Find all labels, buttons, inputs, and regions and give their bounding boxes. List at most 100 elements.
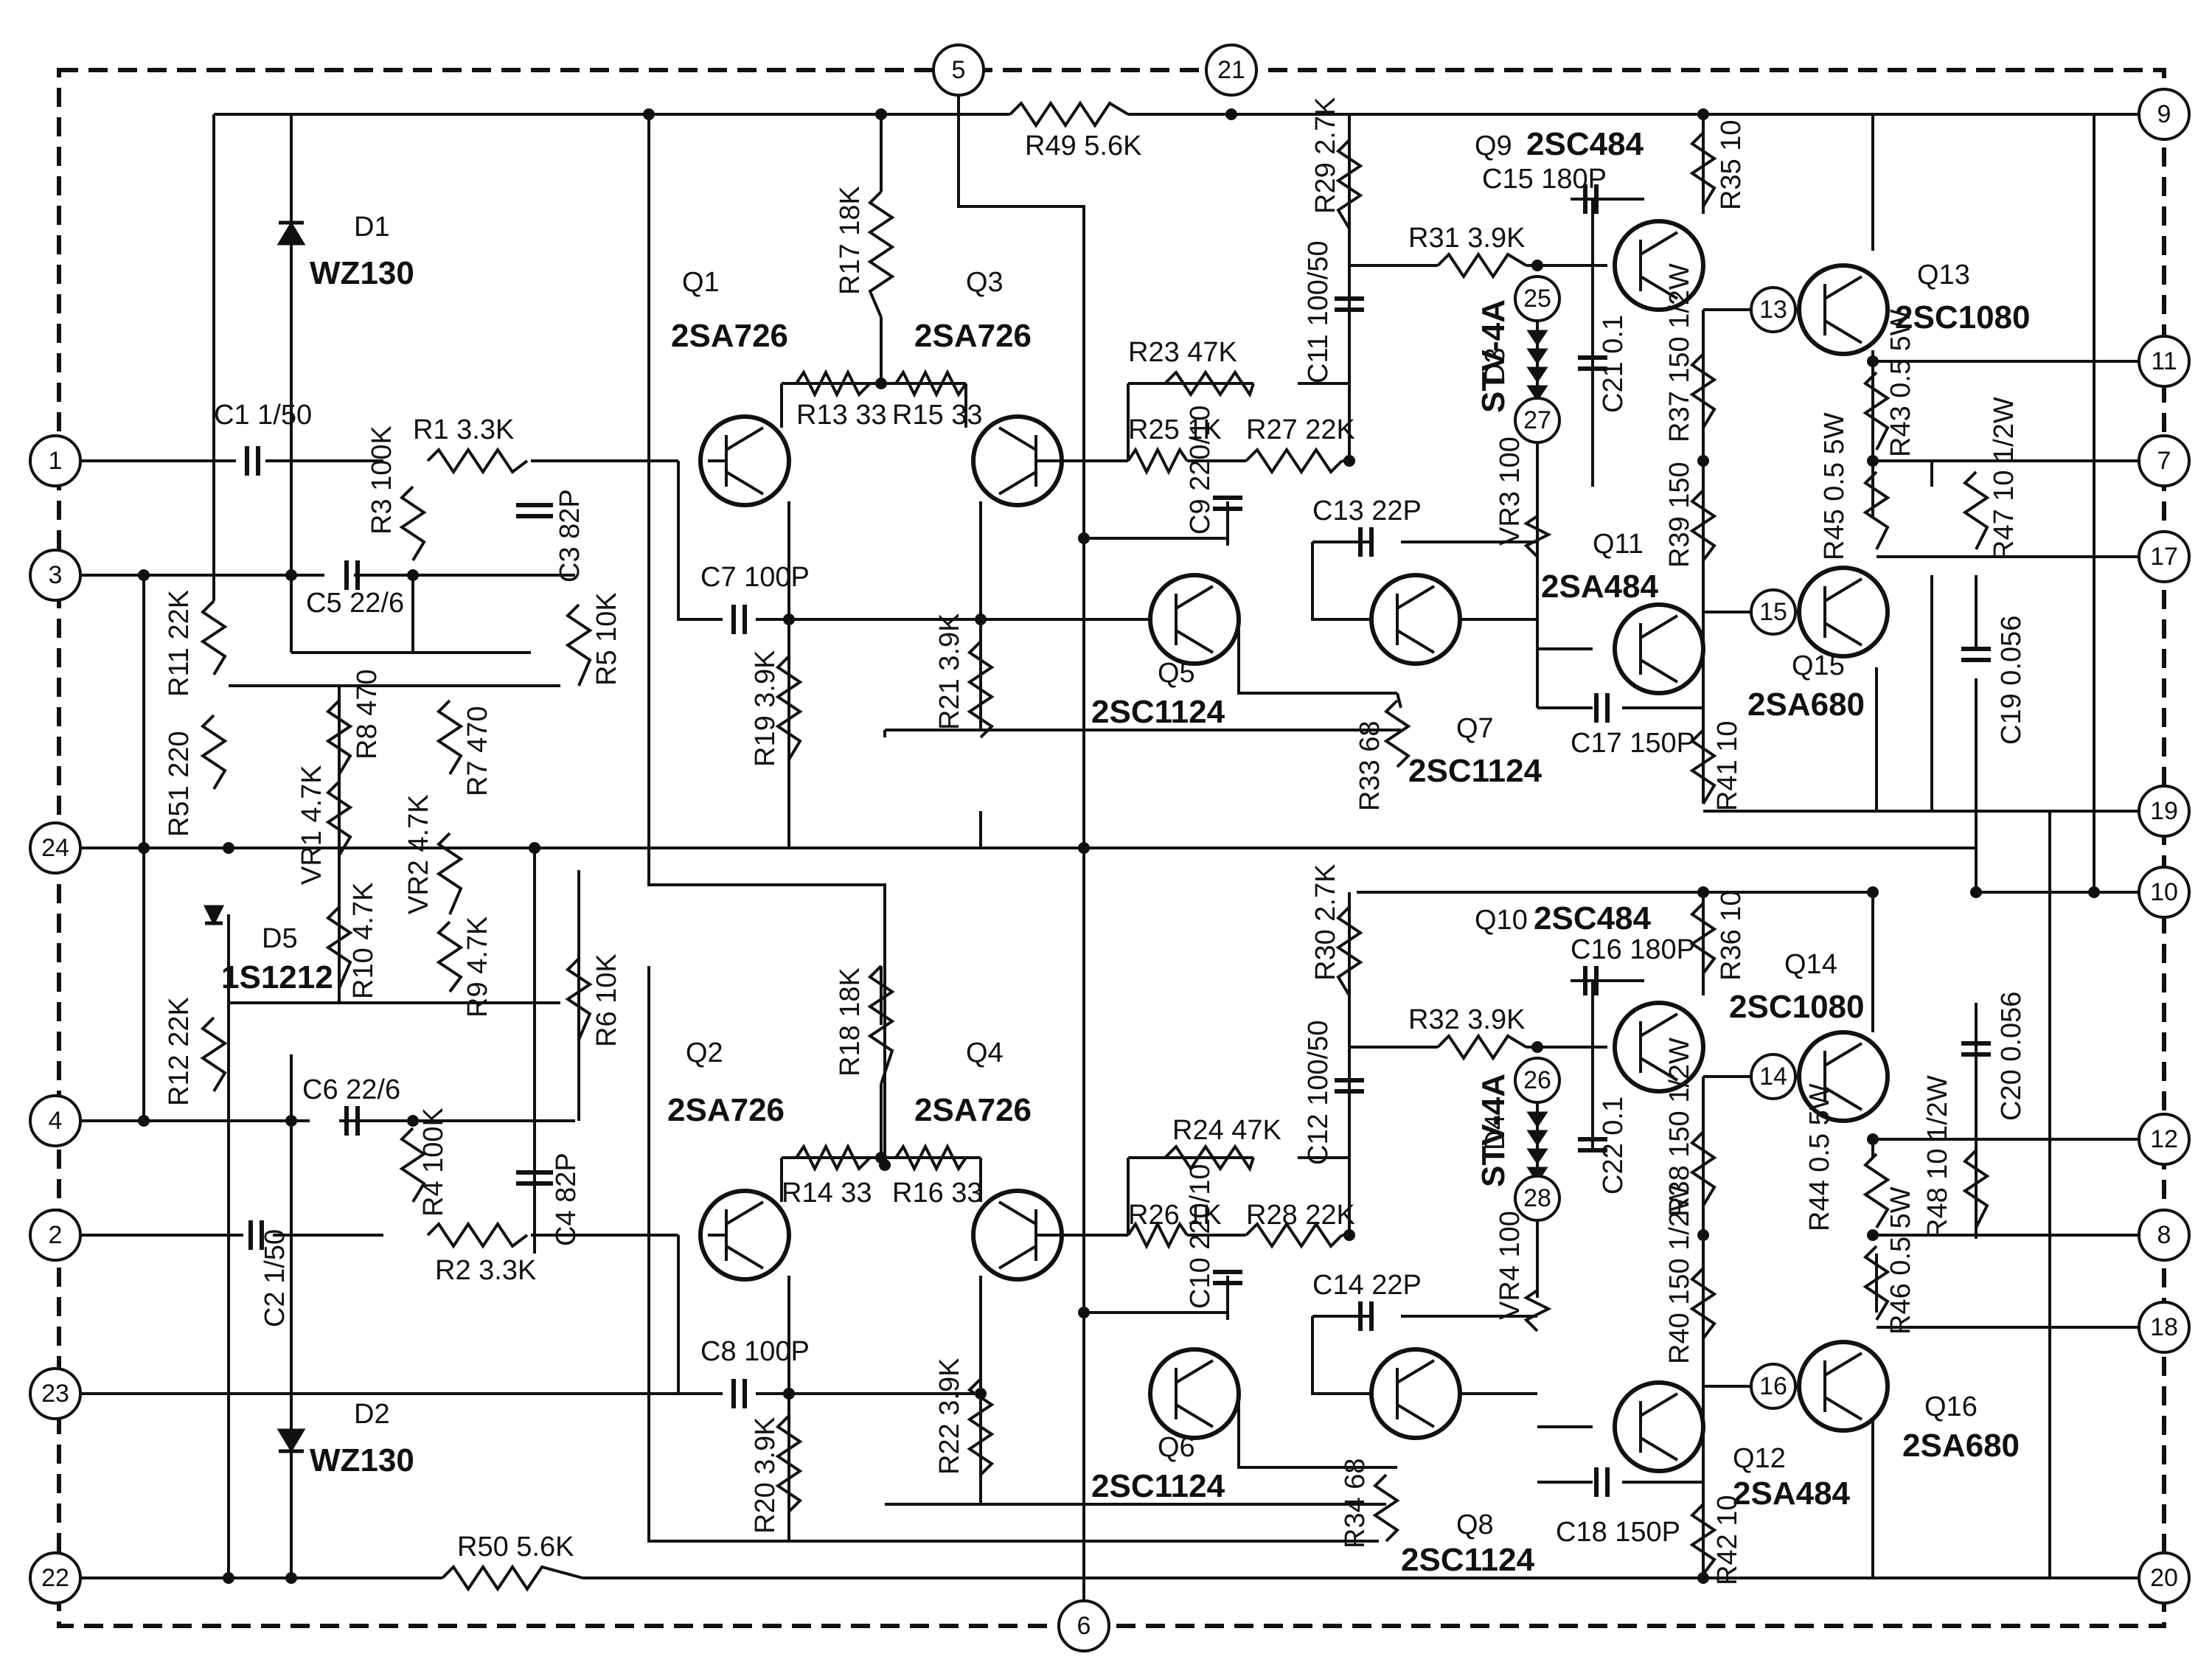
svg-text:27: 27 <box>1523 406 1551 434</box>
r43-label: R43 0.5 5W <box>1885 309 1916 457</box>
vr1-symbol <box>325 780 353 857</box>
q2-part: 2SA726 <box>667 1092 785 1128</box>
terminal-6[interactable]: 6 <box>1057 1599 1110 1652</box>
terminal-14[interactable]: 14 <box>1750 1053 1797 1100</box>
r11-label: R11 22K <box>164 590 195 697</box>
terminal-10[interactable]: 10 <box>2138 866 2191 919</box>
svg-text:26: 26 <box>1523 1066 1551 1094</box>
r26-label: R26 1K <box>1128 1200 1222 1231</box>
c3-label: C3 82P <box>554 489 585 583</box>
r50-symbol <box>441 1564 583 1592</box>
terminal-11[interactable]: 11 <box>2138 335 2191 388</box>
c21-label: C21 0.1 <box>1598 315 1629 413</box>
d2-ref: D2 <box>354 1399 390 1430</box>
r15-symbol <box>894 369 967 398</box>
terminal-16[interactable]: 16 <box>1750 1363 1797 1410</box>
terminal-23[interactable]: 23 <box>29 1367 82 1420</box>
q2-ref: Q2 <box>686 1037 723 1068</box>
r2-label: R2 3.3K <box>435 1255 536 1286</box>
r4-label: R4 100K <box>418 1108 449 1217</box>
c1-label: C1 1/50 <box>214 400 312 431</box>
q16-symbol <box>1797 1340 1890 1433</box>
d3-ref: D3 <box>1480 347 1511 383</box>
terminal-18[interactable]: 18 <box>2138 1301 2191 1354</box>
svg-text:13: 13 <box>1759 296 1787 324</box>
terminal-5[interactable]: 5 <box>932 44 985 97</box>
q7-part: 2SC1124 <box>1408 753 1543 789</box>
svg-text:9: 9 <box>2157 100 2171 128</box>
r16-symbol <box>894 1143 967 1172</box>
terminal-8[interactable]: 8 <box>2138 1209 2191 1262</box>
c15-label: C15 180P <box>1482 164 1607 195</box>
q15-ref: Q15 <box>1792 650 1845 681</box>
terminal-19[interactable]: 19 <box>2138 785 2191 838</box>
r49-symbol <box>1009 100 1130 128</box>
capacitor-symbols <box>245 184 1991 1497</box>
terminal-3[interactable]: 3 <box>29 549 82 602</box>
terminal-9[interactable]: 9 <box>2138 88 2191 141</box>
r34-label: R34 68 <box>1340 1458 1371 1548</box>
terminal-4[interactable]: 4 <box>29 1094 82 1147</box>
vr3-label: VR3 100 <box>1495 437 1526 546</box>
terminal-15[interactable]: 15 <box>1750 588 1797 636</box>
r32-label: R32 3.9K <box>1408 1004 1525 1035</box>
vr4-label: VR4 100 <box>1495 1211 1526 1320</box>
terminal-24[interactable]: 24 <box>29 821 82 875</box>
c7-label: C7 100P <box>700 562 810 593</box>
r45-symbol <box>1863 470 1891 550</box>
q15-symbol <box>1797 566 1890 658</box>
terminal-20[interactable]: 20 <box>2138 1551 2191 1605</box>
terminal-1[interactable]: 1 <box>29 434 82 487</box>
q16-part: 2SA680 <box>1902 1428 2020 1464</box>
c8-label: C8 100P <box>700 1336 810 1367</box>
svg-text:8: 8 <box>2157 1221 2171 1249</box>
q4-symbol <box>971 1189 1064 1282</box>
c22-label: C22 0.1 <box>1598 1096 1629 1195</box>
terminal-13[interactable]: 13 <box>1750 286 1797 333</box>
terminal-7[interactable]: 7 <box>2138 434 2191 487</box>
r25-label: R25 1K <box>1128 414 1222 445</box>
q8-ref: Q8 <box>1456 1509 1494 1540</box>
vr3-symbol <box>1523 515 1552 558</box>
terminal-17[interactable]: 17 <box>2138 530 2191 583</box>
svg-text:25: 25 <box>1523 285 1551 313</box>
r18-symbol <box>867 964 895 1085</box>
c17-label: C17 150P <box>1571 728 1695 759</box>
svg-text:22: 22 <box>41 1564 69 1592</box>
q14-ref: Q14 <box>1784 949 1837 980</box>
r20-label: R20 3.9K <box>750 1417 781 1534</box>
r46-label: R46 0.5 5W <box>1885 1186 1916 1335</box>
q13-part: 2SC1080 <box>1895 299 2030 336</box>
pot-labels: VR1 4.7K VR2 4.7K VR3 100 VR4 100 <box>296 437 1526 1320</box>
r28-symbol <box>1245 1221 1343 1249</box>
d1-ref: D1 <box>354 212 390 243</box>
terminal-28[interactable]: 28 <box>1514 1175 1561 1222</box>
q9-symbol <box>1613 219 1705 312</box>
r40-symbol <box>1689 1267 1717 1340</box>
r3-symbol <box>399 485 427 562</box>
r21-label: R21 3.9K <box>934 613 965 730</box>
d2-part: WZ130 <box>310 1442 414 1478</box>
terminal-26[interactable]: 26 <box>1514 1057 1561 1104</box>
d5-ref: D5 <box>262 923 298 954</box>
r42-symbol <box>1689 1503 1717 1576</box>
q8-part: 2SC1124 <box>1401 1542 1535 1578</box>
q3-ref: Q3 <box>966 267 1004 298</box>
svg-text:20: 20 <box>2150 1564 2178 1592</box>
r38-label: R38 150 1/2W <box>1664 1037 1695 1217</box>
terminal-22[interactable]: 22 <box>29 1551 82 1605</box>
terminal-12[interactable]: 12 <box>2138 1113 2191 1166</box>
r38-symbol <box>1689 1130 1717 1207</box>
terminal-2[interactable]: 2 <box>29 1209 82 1262</box>
c12-label: C12 100/50 <box>1303 1021 1334 1166</box>
terminal-21[interactable]: 21 <box>1205 44 1258 97</box>
terminal-25[interactable]: 25 <box>1514 275 1561 322</box>
r13-symbol <box>795 369 872 398</box>
r44-symbol <box>1863 1153 1891 1229</box>
terminal-27[interactable]: 27 <box>1514 397 1561 444</box>
r17-symbol <box>867 190 895 318</box>
r45-label: R45 0.5 5W <box>1819 412 1850 560</box>
transistor-labels: Q1 2SA726 Q3 2SA726 Q2 2SA726 Q4 2SA726 … <box>667 126 2030 1578</box>
q11-ref: Q11 <box>1593 529 1644 560</box>
svg-text:19: 19 <box>2150 797 2178 825</box>
